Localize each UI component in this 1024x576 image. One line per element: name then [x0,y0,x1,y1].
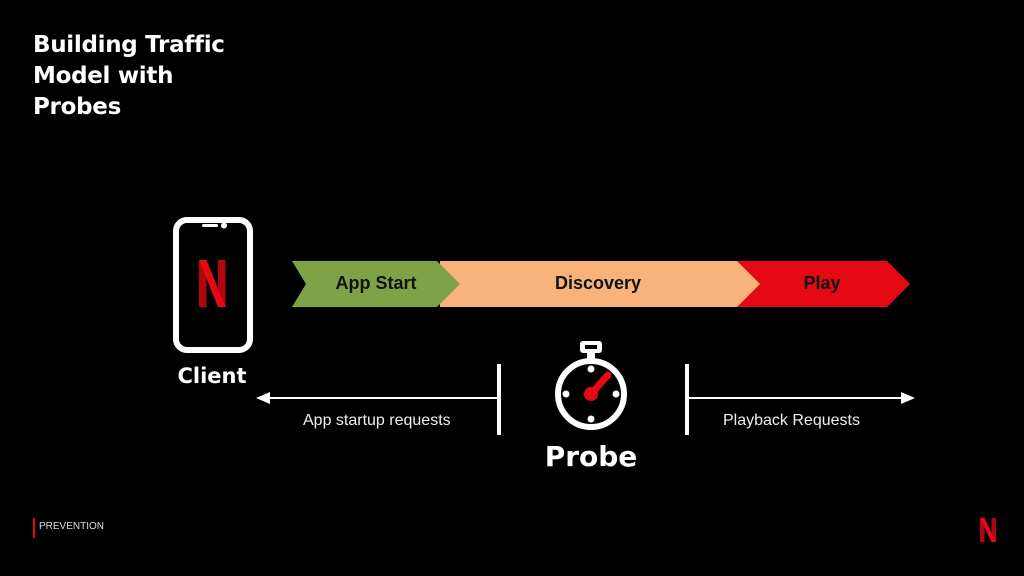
probe-label: Probe [544,440,638,473]
title-line-3: Probes [33,94,121,120]
client-label: Client [177,364,247,388]
request-arrows [256,364,915,435]
stage-play-label: Play [803,273,841,293]
slide-title: Building Traffic Model with Probes [33,30,263,123]
stage-app-start-shape [292,261,460,307]
netflix-phone-icon [173,217,253,353]
left-arrow [256,392,499,404]
stage-discovery-shape [440,261,760,307]
stage-flow [292,261,910,307]
title-line-2: Model with [33,63,174,89]
app-startup-requests-label: App startup requests [303,412,451,429]
netflix-n-icon [199,260,226,307]
right-arrow [687,392,915,404]
stage-discovery-label: Discovery [554,273,642,293]
stopwatch-icon [555,341,627,430]
netflix-logo-icon [980,518,996,542]
stage-app-start-label: App Start [335,273,417,293]
title-line-1: Building Traffic [33,32,225,58]
footer-accent-bar [33,518,35,538]
stage-play-shape [730,261,910,307]
footer-section-label: PREVENTION [39,521,105,532]
playback-requests-label: Playback Requests [723,412,860,429]
